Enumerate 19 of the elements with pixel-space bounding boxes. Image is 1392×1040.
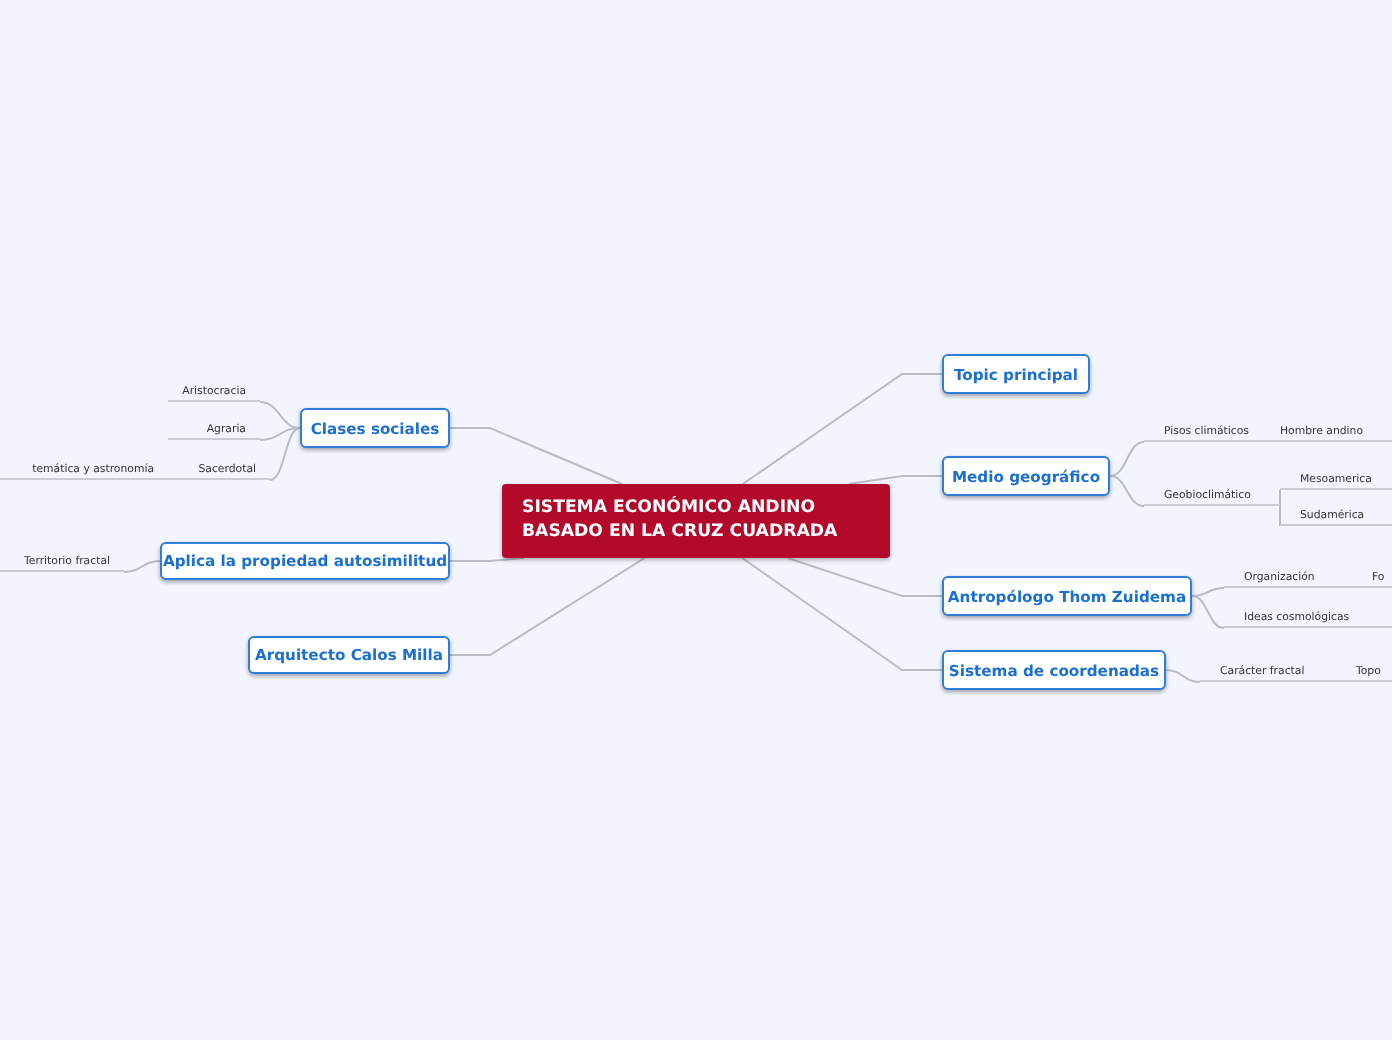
connector-line: [741, 373, 943, 485]
connector-line: [259, 401, 301, 429]
connector-line: [1191, 587, 1225, 597]
connector-line: [449, 427, 623, 485]
connector-line: [847, 475, 943, 485]
connector-line: [1109, 441, 1145, 477]
connector-line: [449, 557, 646, 656]
connector-line: [1165, 669, 1201, 683]
connector-line: [1109, 475, 1145, 507]
connector-line: [259, 427, 301, 441]
connector-line: [1279, 505, 1281, 527]
connector-line: [449, 557, 525, 562]
connector-line: [786, 557, 943, 597]
connector-line: [1191, 595, 1225, 629]
central-topic: SISTEMA ECONÓMICO ANDINO BASADO EN LA CRUZ CUADRADA: [502, 484, 890, 558]
connector-line: [1279, 489, 1281, 507]
connector-line: [741, 557, 943, 671]
connector-line: [123, 560, 161, 573]
connector-line: [269, 427, 301, 481]
